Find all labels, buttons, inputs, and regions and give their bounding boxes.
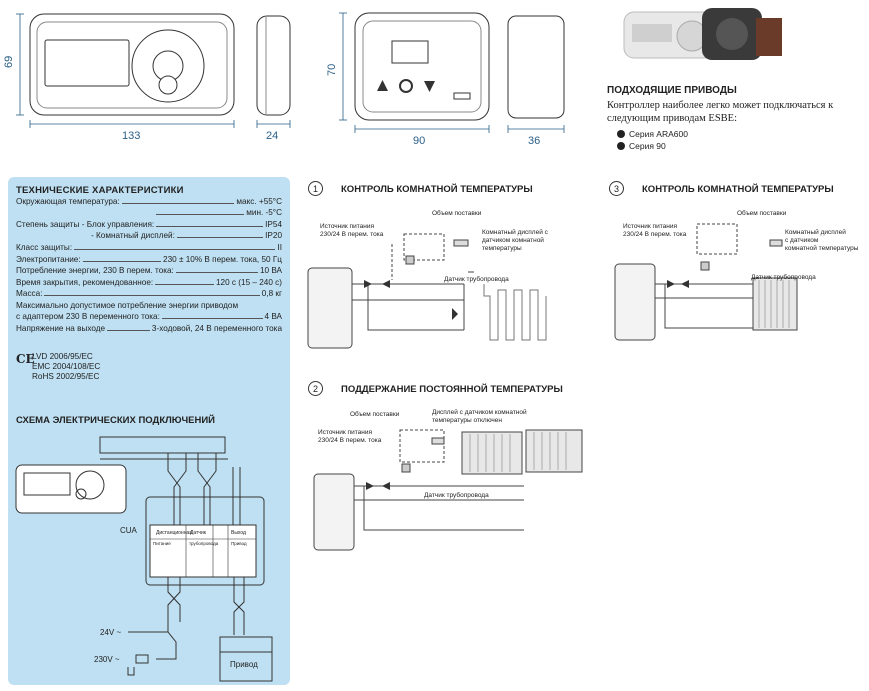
spec-row: Степень защиты - Блок управления:IP54 <box>16 220 282 229</box>
ce-mark: CE <box>16 352 35 366</box>
svg-text:Объем поставки: Объем поставки <box>432 209 482 217</box>
svg-text:Объем поставки: Объем поставки <box>350 410 400 418</box>
svg-text:Объем поставки: Объем поставки <box>737 209 787 217</box>
dim-display-depth: 36 <box>528 135 540 145</box>
diagram-1-title: КОНТРОЛЬ КОМНАТНОЙ ТЕМПЕРАТУРЫ <box>341 184 533 195</box>
spec-row: Время закрытия, рекомендованное:120 с (1… <box>16 278 282 287</box>
actuators-title: ПОДХОДЯЩИЕ ПРИВОДЫ <box>607 85 737 96</box>
up-arrow-icon <box>377 80 388 91</box>
spec-row: Окружающая температура:макс. +55°C <box>16 197 282 206</box>
svg-text:Источник питания: Источник питания <box>623 223 677 230</box>
svg-text:температуры: температуры <box>482 245 522 252</box>
dim-display-height: 70 <box>326 64 338 76</box>
display-lcd <box>391 40 429 64</box>
wiring-diagram: CUA 24V ~ 230V ~ Привод Дистанционная Да… <box>15 436 273 682</box>
svg-text:Датчик: Датчик <box>190 530 207 536</box>
controller-front-outline <box>29 13 235 116</box>
spec-row: Электропитание:230 ± 10% В перем. тока, … <box>16 255 282 264</box>
spec-row: с адаптером 230 В переменного тока:4 ВА <box>16 312 282 321</box>
dimension-drawings: 69 133 24 70 90 36 <box>3 12 565 145</box>
diagram-2: Объем поставки Источник питания 230/24 В… <box>313 408 583 551</box>
diagram-3-number: 3 <box>609 181 624 196</box>
spec-row: мин. -5°C <box>16 208 282 217</box>
bullet-icon <box>617 130 625 138</box>
svg-text:230/24 В перем. тока: 230/24 В перем. тока <box>320 231 384 238</box>
dim-display-width: 90 <box>413 135 425 145</box>
svg-text:Дисплей с датчиком комнатной: Дисплей с датчиком комнатной <box>432 408 527 416</box>
display-front-outline <box>354 12 490 121</box>
actuator-box-label: Привод <box>230 660 258 669</box>
specs-title: ТЕХНИЧЕСКИЕ ХАРАКТЕРИСТИКИ <box>16 185 184 196</box>
svg-text:с датчиком: с датчиком <box>785 237 819 244</box>
svg-text:Датчик трубопровода: Датчик трубопровода <box>751 273 816 281</box>
spec-row: Масса:0,8 кг <box>16 289 282 298</box>
spec-power-line-1: Максимально допустимое потребление энерг… <box>16 301 239 310</box>
diagram-2-number: 2 <box>308 381 323 396</box>
display-buttons <box>377 79 471 100</box>
svg-text:230/24 В перем. тока: 230/24 В перем. тока <box>318 437 382 444</box>
svg-text:температуры отключен: температуры отключен <box>432 417 502 424</box>
product-photo <box>623 8 782 60</box>
actuator-item: Серия 90 <box>617 141 666 151</box>
diagram-2-title: ПОДДЕРЖАНИЕ ПОСТОЯННОЙ ТЕМПЕРАТУРЫ <box>341 384 563 395</box>
actuator-item: Серия ARA600 <box>617 129 688 139</box>
svg-text:комнатной температуры: комнатной температуры <box>785 244 859 252</box>
spec-row: Потребление энергии, 230 В перем. тока:1… <box>16 266 282 275</box>
diagram-3-title: КОНТРОЛЬ КОМНАТНОЙ ТЕМПЕРАТУРЫ <box>642 184 834 195</box>
dim-controller-depth: 24 <box>266 130 278 142</box>
wiring-title: СХЕМА ЭЛЕКТРИЧЕСКИХ ПОДКЛЮЧЕНИЙ <box>16 415 215 426</box>
diagram-1: Объем поставки Источник питания 230/24 В… <box>307 209 549 349</box>
controller-front-inner <box>36 21 228 109</box>
svg-text:230/24 В перем. тока: 230/24 В перем. тока <box>623 231 687 238</box>
bullet-icon <box>617 142 625 150</box>
brand-logo <box>453 92 471 100</box>
controller-knob-indicator <box>158 75 178 95</box>
controller-display-window <box>44 39 130 87</box>
svg-text:Комнатный дисплей с: Комнатный дисплей с <box>482 228 549 236</box>
svg-text:Датчик трубопровода: Датчик трубопровода <box>444 275 509 283</box>
v24-label: 24V ~ <box>100 628 121 637</box>
svg-text:Датчик трубопровода: Датчик трубопровода <box>424 491 489 499</box>
diagram-1-number: 1 <box>308 181 323 196</box>
svg-text:Питание: Питание <box>153 541 171 546</box>
svg-text:Привод: Привод <box>231 541 247 546</box>
dim-controller-width: 133 <box>122 130 140 142</box>
spec-panel: ТЕХНИЧЕСКИЕ ХАРАКТЕРИСТИКИ Окружающая те… <box>8 177 290 685</box>
v230-label: 230V ~ <box>94 655 120 664</box>
ok-button-icon <box>399 79 413 93</box>
controller-knob-outer <box>131 29 205 103</box>
down-arrow-icon <box>424 81 435 92</box>
svg-text:Источник питания: Источник питания <box>320 223 374 230</box>
dim-controller-height: 69 <box>3 56 15 68</box>
display-side-outline <box>507 15 565 119</box>
svg-text:Комнатный дисплей: Комнатный дисплей <box>785 228 846 236</box>
svg-text:датчиком комнатной: датчиком комнатной <box>482 236 544 244</box>
svg-text:трубопровода: трубопровода <box>189 541 219 546</box>
actuators-text: Контроллер наиболее легко может подключа… <box>607 100 834 124</box>
svg-text:Дистанционная: Дистанционная <box>156 530 192 536</box>
spec-row: Класс защиты:II <box>16 243 282 252</box>
spec-row: - Комнатный дисплей:IP20 <box>91 231 282 240</box>
svg-text:Источник питания: Источник питания <box>318 429 372 436</box>
diagram-3: Объем поставки Источник питания 230/24 В… <box>614 209 859 341</box>
cua-label: CUA <box>120 526 138 535</box>
controller-side-outline <box>256 15 291 116</box>
svg-text:Выход: Выход <box>231 530 246 536</box>
